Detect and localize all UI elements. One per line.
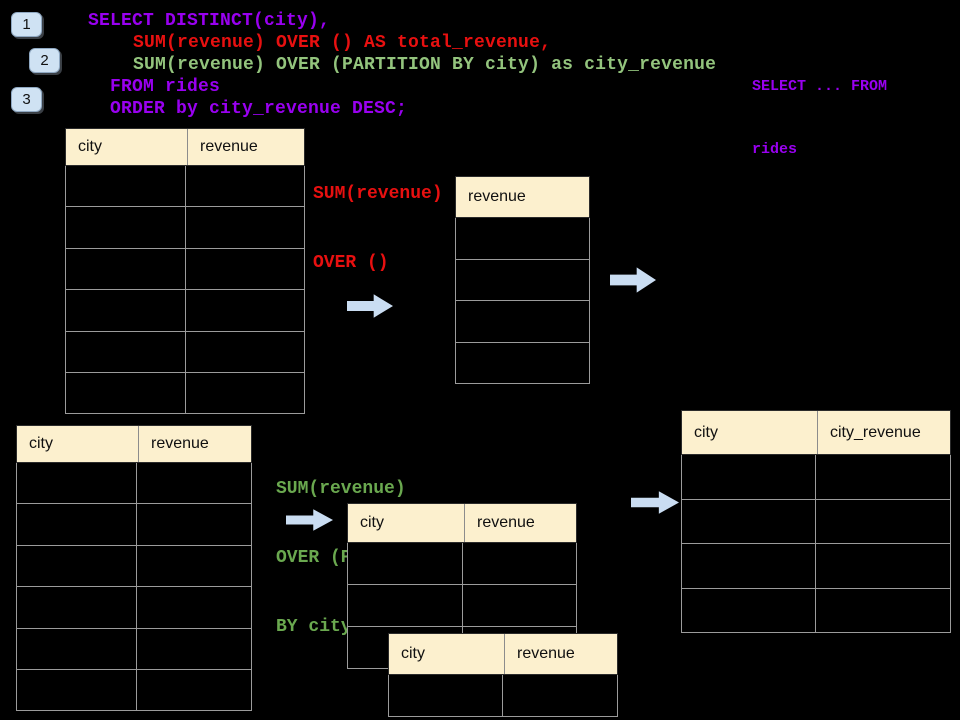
column-header-city: city <box>78 138 102 155</box>
table-source-bottom-header: city revenue <box>16 425 252 463</box>
side-note-line-2: rides <box>752 141 798 158</box>
table-total-revenue: revenue <box>455 176 590 385</box>
note-total-line-2: OVER () <box>313 253 389 273</box>
table-cell-empty <box>682 588 816 633</box>
table-cell-empty <box>682 499 816 544</box>
sql-line-order-by: ORDER by city_revenue DESC; <box>110 99 408 119</box>
table-cell-empty <box>17 463 137 505</box>
column-header-revenue: revenue <box>187 129 306 165</box>
note-partition-line-1: SUM(revenue) <box>276 479 406 499</box>
table-cell-empty <box>456 301 590 343</box>
table-cell-empty <box>816 544 951 589</box>
note-total-revenue: SUM(revenue) OVER () <box>313 137 443 321</box>
table-partition-back-header: city revenue <box>388 633 618 675</box>
table-total-revenue-body <box>455 218 590 385</box>
step-badge-1: 1 <box>11 12 42 37</box>
column-header-city: city <box>360 514 384 531</box>
table-result-header: city city_revenue <box>681 410 951 455</box>
table-cell-empty <box>456 218 590 260</box>
step-badge-3-label: 3 <box>22 91 31 108</box>
table-source-bottom-body <box>16 463 252 712</box>
table-cell-empty <box>137 587 252 629</box>
step-badge-3: 3 <box>11 87 42 112</box>
table-cell-empty <box>137 669 252 712</box>
table-cell-empty <box>186 290 305 332</box>
block-arrow-right-icon <box>610 267 656 293</box>
column-header-city: city <box>694 423 718 441</box>
table-cell-empty <box>682 544 816 589</box>
column-header-revenue: revenue <box>464 504 578 542</box>
note-total-line-1: SUM(revenue) <box>313 184 443 204</box>
column-header-revenue: revenue <box>504 634 619 674</box>
table-cell-empty <box>503 675 618 717</box>
table-result-body <box>681 455 951 633</box>
sql-line-from: FROM rides <box>110 77 221 97</box>
table-cell-empty <box>17 628 137 670</box>
table-cell-empty <box>186 207 305 249</box>
table-cell-empty <box>17 669 137 712</box>
step-badge-2-label: 2 <box>40 52 49 69</box>
step-badge-1-label: 1 <box>22 16 31 33</box>
table-cell-empty <box>137 628 252 670</box>
table-cell-empty <box>816 455 951 500</box>
table-cell-empty <box>456 342 590 385</box>
table-cell-empty <box>456 259 590 302</box>
table-cell-empty <box>348 585 463 627</box>
table-cell-empty <box>137 545 252 588</box>
table-cell-empty <box>463 543 577 585</box>
table-cell-empty <box>186 166 305 208</box>
table-cell-empty <box>186 248 305 291</box>
table-cell-empty <box>816 499 951 544</box>
sql-line-select: SELECT DISTINCT(city), <box>88 11 331 31</box>
sql-line-sum-partition: SUM(revenue) OVER (PARTITION BY city) as… <box>133 55 717 75</box>
table-cell-empty <box>348 543 463 585</box>
table-source-top-body <box>65 166 305 415</box>
table-partition-back-body <box>388 675 618 717</box>
table-source-top: city revenue <box>65 128 305 415</box>
table-cell-empty <box>66 248 186 291</box>
table-cell-empty <box>186 372 305 415</box>
sql-line-sum-over: SUM(revenue) OVER () AS total_revenue, <box>133 33 552 53</box>
block-arrow-right-icon <box>631 491 679 514</box>
table-cell-empty <box>816 588 951 633</box>
table-cell-empty <box>186 331 305 373</box>
column-header-city-revenue: city_revenue <box>817 411 952 454</box>
step-badge-2: 2 <box>29 48 60 73</box>
table-total-revenue-header: revenue <box>455 176 590 218</box>
side-note-line-1: SELECT ... FROM <box>752 78 888 95</box>
table-cell-empty <box>463 585 577 627</box>
table-cell-empty <box>66 331 186 373</box>
table-cell-empty <box>17 587 137 629</box>
table-cell-empty <box>137 463 252 505</box>
table-partition-back: city revenue <box>388 633 618 717</box>
column-header-city: city <box>29 435 53 452</box>
table-cell-empty <box>66 372 186 415</box>
column-header-revenue: revenue <box>138 426 253 462</box>
table-source-top-header: city revenue <box>65 128 305 166</box>
table-cell-empty <box>66 207 186 249</box>
table-cell-empty <box>66 166 186 208</box>
column-header-city: city <box>401 645 425 662</box>
table-cell-empty <box>389 675 503 717</box>
table-partition-front-header: city revenue <box>347 503 577 543</box>
table-cell-empty <box>682 455 816 500</box>
table-source-bottom: city revenue <box>16 425 252 712</box>
table-cell-empty <box>137 504 252 546</box>
table-result: city city_revenue <box>681 410 951 633</box>
table-cell-empty <box>17 504 137 546</box>
column-header-revenue: revenue <box>468 188 526 205</box>
side-note-select-from: SELECT ... FROM rides <box>752 34 887 202</box>
table-cell-empty <box>17 545 137 588</box>
table-cell-empty <box>66 290 186 332</box>
